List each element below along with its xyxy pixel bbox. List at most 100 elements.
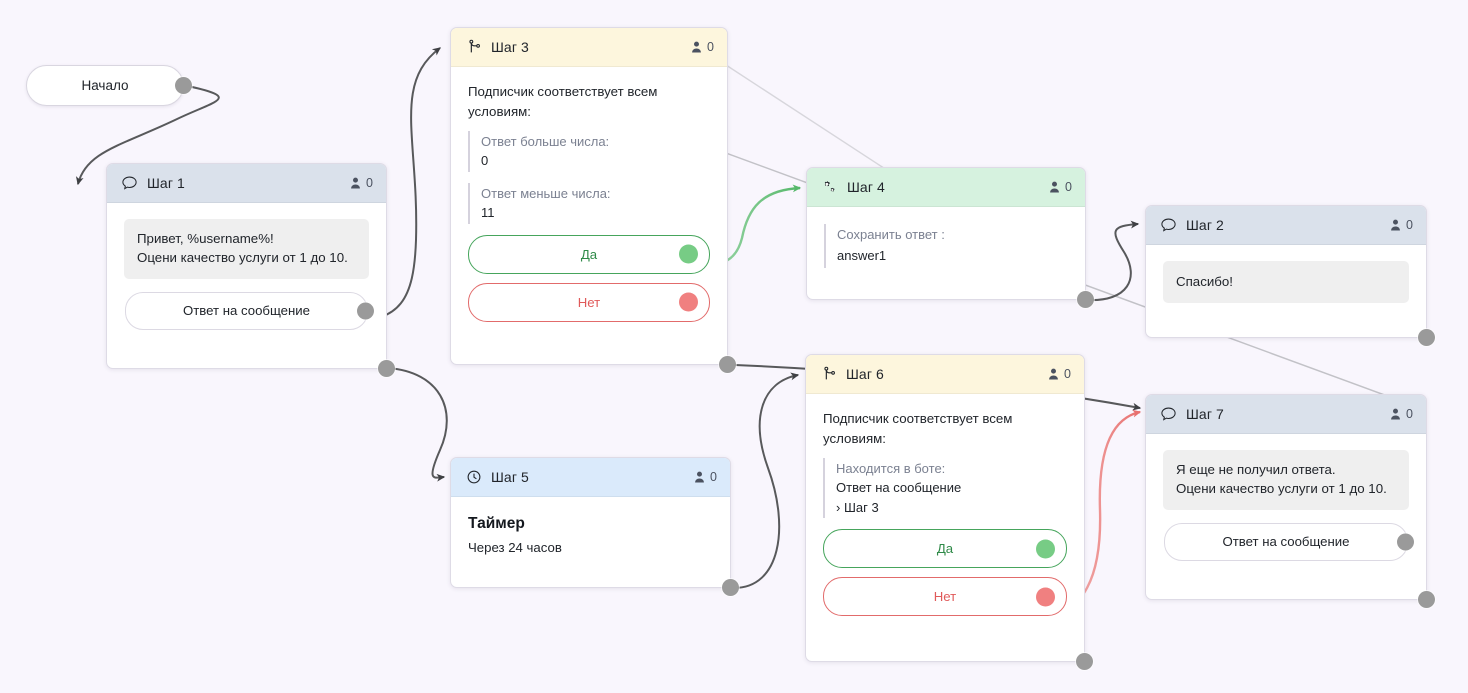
edge-step5-to-step6 [733, 372, 800, 589]
node-step5-body: Таймер Через 24 часов [451, 497, 730, 572]
person-icon [1390, 219, 1401, 231]
node-step5[interactable]: Шаг 5 0 Таймер Через 24 часов [450, 457, 739, 596]
node-step6-no-port[interactable] [1036, 587, 1055, 607]
message-line: Спасибо! [1176, 274, 1233, 289]
node-step7-reply-port[interactable] [1397, 533, 1414, 551]
node-step6-bottom-port[interactable] [1076, 653, 1093, 670]
node-step6-yes-button[interactable]: Да [823, 529, 1067, 569]
node-step2-subscriber-count: 0 [1406, 218, 1413, 232]
node-step1-bottom-port[interactable] [378, 360, 395, 377]
node-step5-timer-title: Таймер [468, 515, 525, 532]
node-step5-timer-sub: Через 24 часов [468, 540, 562, 555]
node-step3-body: Подписчик соответствует всем условиям: О… [451, 67, 727, 339]
node-step4-action-row: Сохранить ответ : answer1 [824, 224, 1068, 268]
condition-label: Находится в боте: [836, 460, 946, 476]
edge-step1-to-step5 [387, 367, 448, 482]
node-step7-subscribers: 0 [1390, 407, 1413, 421]
node-step2-header[interactable]: Шаг 2 0 [1146, 206, 1426, 245]
node-step3-condition-row: Ответ больше числа: 0 [468, 130, 710, 172]
node-step7-title: Шаг 7 [1186, 406, 1224, 422]
node-step5-bottom-port[interactable] [722, 579, 739, 596]
node-step1-subscribers: 0 [350, 176, 373, 190]
node-step6-yes-port[interactable] [1036, 539, 1055, 559]
person-icon [1048, 368, 1059, 380]
node-step3-condition-heading: Подписчик соответствует всем условиям: [468, 84, 658, 119]
branch-icon [820, 366, 837, 383]
node-step6-title: Шаг 6 [846, 366, 884, 382]
node-step7-header[interactable]: Шаг 7 0 [1146, 395, 1426, 434]
condition-value: 0 [481, 153, 489, 169]
node-step3-subscriber-count: 0 [707, 40, 714, 54]
node-step5-header[interactable]: Шаг 5 0 [451, 458, 730, 497]
node-step6-condition-heading: Подписчик соответствует всем условиям: [823, 411, 1013, 446]
yes-label: Да [936, 541, 954, 557]
clock-icon [465, 469, 482, 486]
message-line: Оцени качество услуги от 1 до 10. [1176, 481, 1387, 497]
node-step3-title: Шаг 3 [491, 39, 529, 55]
node-step6-header[interactable]: Шаг 6 0 [806, 355, 1084, 394]
message-line: Привет, %username%! [137, 231, 274, 246]
node-step3-no-port[interactable] [679, 292, 698, 312]
node-step2-body: Спасибо! [1146, 245, 1426, 320]
node-step7[interactable]: Шаг 7 0 Я еще не получил ответа. Оцени к… [1145, 394, 1435, 608]
node-step1-header[interactable]: Шаг 1 0 [107, 164, 386, 203]
node-step3[interactable]: Шаг 3 0 Подписчик соответствует всем усл… [450, 27, 736, 373]
reply-button-label: Ответ на сообщение [182, 303, 311, 319]
node-step7-body: Я еще не получил ответа. Оцени качество … [1146, 434, 1426, 578]
speech-bubble-icon [1160, 217, 1177, 234]
node-step2-title: Шаг 2 [1186, 217, 1224, 233]
no-label: Нет [933, 589, 957, 605]
node-step4-bottom-port[interactable] [1077, 291, 1094, 308]
node-step4-header[interactable]: Шаг 4 0 [807, 168, 1085, 207]
node-step4-subscribers: 0 [1049, 180, 1072, 194]
condition-label: Ответ меньше числа: [481, 185, 611, 201]
node-step3-bottom-port[interactable] [719, 356, 736, 373]
node-step6-body: Подписчик соответствует всем условиям: Н… [806, 394, 1084, 633]
node-step2-subscribers: 0 [1390, 218, 1413, 232]
node-step3-yes-port[interactable] [679, 244, 698, 264]
node-step7-reply-button[interactable]: Ответ на сообщение [1164, 522, 1414, 561]
node-step3-yes-button[interactable]: Да [468, 234, 710, 274]
node-step2[interactable]: Шаг 2 0 Спасибо! [1145, 205, 1435, 346]
node-step7-message: Я еще не получил ответа. Оцени качество … [1163, 450, 1409, 510]
action-value: answer1 [837, 247, 887, 263]
node-step7-bottom-port[interactable] [1418, 591, 1435, 608]
message-line: Я еще не получил ответа. [1176, 462, 1336, 477]
condition-extra: › Шаг 3 [836, 499, 879, 515]
action-label: Сохранить ответ : [837, 227, 945, 242]
node-step1-body: Привет, %username%! Оцени качество услуг… [107, 203, 386, 347]
start-node[interactable]: Начало [26, 65, 192, 106]
person-icon [1049, 181, 1060, 193]
node-step3-subscribers: 0 [691, 40, 714, 54]
node-step4[interactable]: Шаг 4 0 Сохранить ответ : answer1 [806, 167, 1094, 308]
node-step1-reply-button[interactable]: Ответ на сообщение [125, 291, 374, 330]
node-step1-title: Шаг 1 [147, 175, 185, 191]
node-step3-no-button[interactable]: Нет [468, 282, 710, 322]
message-line: Оцени качество услуги от 1 до 10. [137, 250, 348, 266]
node-step1-reply-port[interactable] [357, 302, 374, 320]
reply-button-label: Ответ на сообщение [1222, 534, 1350, 550]
start-label: Начало [81, 78, 129, 93]
node-step1-message: Привет, %username%! Оцени качество услуг… [124, 219, 369, 279]
node-step4-subscriber-count: 0 [1065, 180, 1072, 194]
node-step2-bottom-port[interactable] [1418, 329, 1435, 346]
gears-icon [821, 179, 838, 196]
speech-bubble-icon [1160, 406, 1177, 423]
node-step2-message: Спасибо! [1163, 261, 1409, 304]
node-step6-subscriber-count: 0 [1064, 367, 1071, 381]
node-step1[interactable]: Шаг 1 0 Привет, %username%! Оцени качест… [106, 163, 395, 377]
start-output-port[interactable] [175, 77, 192, 94]
node-step6-no-button[interactable]: Нет [823, 577, 1067, 617]
node-step7-subscriber-count: 0 [1406, 407, 1413, 421]
speech-bubble-icon [121, 175, 138, 192]
no-label: Нет [577, 294, 601, 310]
person-icon [350, 177, 361, 189]
node-step6[interactable]: Шаг 6 0 Подписчик соответствует всем усл… [805, 354, 1093, 670]
person-icon [694, 471, 705, 483]
branch-icon [465, 39, 482, 56]
node-step1-subscriber-count: 0 [366, 176, 373, 190]
node-step3-header[interactable]: Шаг 3 0 [451, 28, 727, 67]
condition-value: Ответ на сообщение [836, 480, 962, 496]
node-step4-body: Сохранить ответ : answer1 [807, 207, 1085, 285]
